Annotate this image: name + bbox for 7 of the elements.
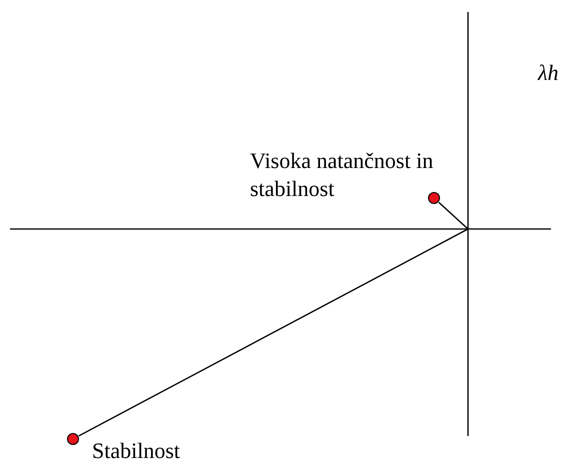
connector-line <box>438 202 468 230</box>
point-marker <box>67 433 79 445</box>
connector-line <box>78 228 468 437</box>
point-label: Stabilnost <box>92 437 182 463</box>
point-marker <box>428 192 440 204</box>
point-label: Visoka natančnost in stabilnost <box>250 147 434 203</box>
axis-label: λh <box>538 60 559 86</box>
